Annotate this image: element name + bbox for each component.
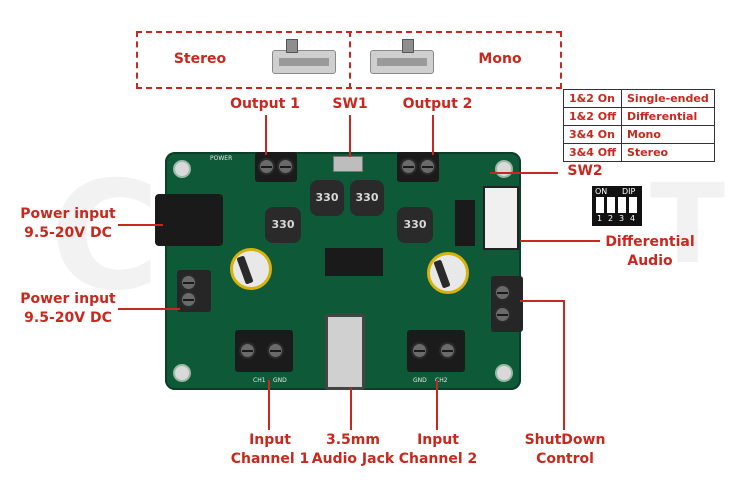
sw2-dip-switch [455,200,475,246]
leader-audio-jack [350,388,352,430]
sw2-label: SW2 [567,163,603,179]
watermark-right: T [650,160,726,288]
dip-dip-label: DIP [622,187,636,196]
amplifier-ic [325,248,383,276]
stereo-label: Stereo [173,51,227,67]
dc-power-jack [155,194,223,246]
audio-jack-label: 3.5mm Audio Jack [311,432,395,467]
leader-output1 [265,115,267,155]
dip-switch-icon: ON DIP 1 2 3 4 [592,186,642,226]
shutdown-terminal [491,276,523,332]
power-input-label-2: Power input 9.5-20V DC [20,291,116,326]
mount-hole [495,364,513,382]
leader-input1 [268,380,270,430]
sw1-label: SW1 [332,96,368,112]
electrolytic-capacitor [427,252,469,294]
amplifier-board: POWER 330 330 330 330 [155,152,523,390]
input-channel2-label: Input Channel 2 [398,432,478,467]
leader-output2 [432,115,434,155]
power-terminal [177,270,211,312]
leader-shutdown-h [520,300,565,302]
output1-terminal [255,152,297,182]
power-input-label-1: Power input 9.5-20V DC [20,206,116,241]
inductor: 330 [265,207,301,243]
mount-hole [173,364,191,382]
inductor: 330 [397,207,433,243]
mono-label: Mono [478,51,522,67]
dip-number: 3 [619,214,625,223]
dip-number: 2 [608,214,614,223]
mono-switch-knob [402,39,414,53]
dip-on-label: ON [595,187,608,196]
output1-label: Output 1 [230,96,300,112]
input-channel1-label: Input Channel 1 [230,432,310,467]
differential-audio-header [483,186,519,250]
stereo-switch-knob [286,39,298,53]
inductor: 330 [350,180,384,216]
leader-power1 [118,224,163,226]
output2-label: Output 2 [402,96,473,112]
mount-hole [495,160,513,178]
silkscreen-ch2: CH2 [435,377,448,384]
leader-input2 [436,380,438,430]
input-channel1-terminal [235,330,293,372]
silkscreen-gnd1: GND [273,377,287,384]
output2-terminal [397,152,439,182]
watermark-left: C [50,150,161,324]
silkscreen-gnd2: GND [413,377,427,384]
leader-sw2 [490,172,558,174]
audio-jack-3-5mm [325,314,365,390]
leader-power2 [118,308,180,310]
silkscreen-ch1: CH1 [253,377,266,384]
electrolytic-capacitor [230,248,272,290]
inductor: 330 [310,180,344,216]
differential-audio-label: Differential Audio [605,234,695,269]
sw1-switch [333,156,363,172]
dip-number: 4 [630,214,636,223]
dip-number: 1 [597,214,603,223]
mono-switch-image [370,50,434,74]
sw1-mode-divider [349,31,351,89]
leader-differential [520,240,600,242]
silkscreen-power: POWER [210,155,233,162]
shutdown-control-label: ShutDown Control [524,432,606,467]
leader-shutdown-v [563,300,565,430]
leader-sw1 [349,115,351,157]
mount-hole [173,160,191,178]
input-channel2-terminal [407,330,465,372]
stereo-switch-image [272,50,336,74]
